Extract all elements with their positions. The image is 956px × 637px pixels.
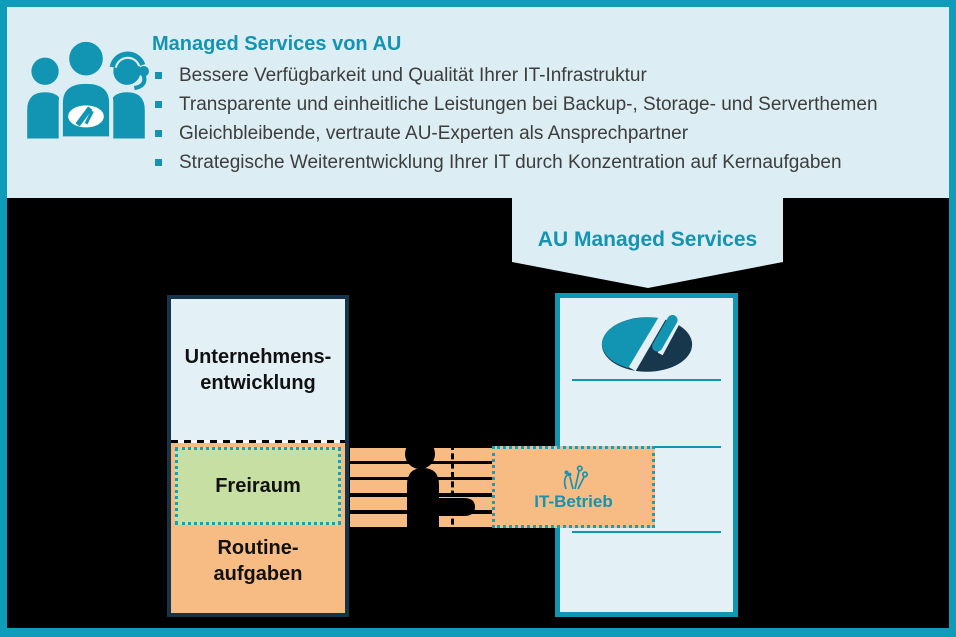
freiraum-label: Freiraum [215, 474, 301, 497]
it-betrieb-module: IT-Betrieb [492, 446, 655, 528]
benefit-item: Bessere Verfügbarkeit und Qualität Ihrer… [152, 61, 942, 90]
benefit-list: Bessere Verfügbarkeit und Qualität Ihrer… [152, 61, 942, 177]
benefit-item: Transparente und einheitliche Leistungen… [152, 90, 942, 119]
routine-line1: Routine- [217, 537, 299, 559]
banner-pendant-shape [512, 198, 783, 288]
freiraum-box: Freiraum [175, 447, 341, 525]
circuit-sprout-icon [563, 465, 588, 490]
bullet-square-icon [155, 72, 162, 79]
bullet-square-icon [155, 101, 162, 108]
it-betrieb-label: IT-Betrieb [534, 492, 613, 511]
au-logo-icon [601, 315, 693, 372]
bullet-square-icon [155, 159, 162, 166]
benefit-text: Strategische Weiterentwicklung Ihrer IT … [179, 152, 842, 173]
company-box: Unternehmens- entwicklung Freiraum Routi… [167, 295, 349, 617]
person-silhouette-icon [405, 440, 475, 536]
rack-divider-line [572, 531, 721, 533]
routine-line2: aufgaben [213, 563, 303, 585]
unternehmensentwicklung-line1: Unternehmens- [184, 345, 332, 368]
team-with-headset-icon [27, 37, 149, 141]
diagram-canvas: AU Managed Services Unternehmens- entwic… [7, 198, 949, 622]
routineaufgaben-label: Routine- aufgaben [171, 535, 345, 587]
unternehmensentwicklung-line2: entwicklung [200, 371, 316, 394]
unternehmensentwicklung-section: Unternehmens- entwicklung [171, 299, 345, 440]
dashed-divider [171, 440, 345, 443]
benefit-text: Bessere Verfügbarkeit und Qualität Ihrer… [179, 65, 647, 86]
handover-dashed-line [451, 444, 454, 534]
top-panel: Managed Services von AU Bessere Verfügba… [7, 7, 949, 198]
benefit-item: Gleichbleibende, vertraute AU-Experten a… [152, 119, 942, 148]
benefit-item: Strategische Weiterentwicklung Ihrer IT … [152, 148, 942, 177]
benefit-text: Gleichbleibende, vertraute AU-Experten a… [179, 123, 689, 144]
benefit-text: Transparente und einheitliche Leistungen… [179, 94, 878, 115]
banner-label: AU Managed Services [537, 228, 758, 251]
bullet-square-icon [155, 130, 162, 137]
rack-divider-line [572, 379, 721, 381]
panel-title: Managed Services von AU [152, 33, 402, 55]
